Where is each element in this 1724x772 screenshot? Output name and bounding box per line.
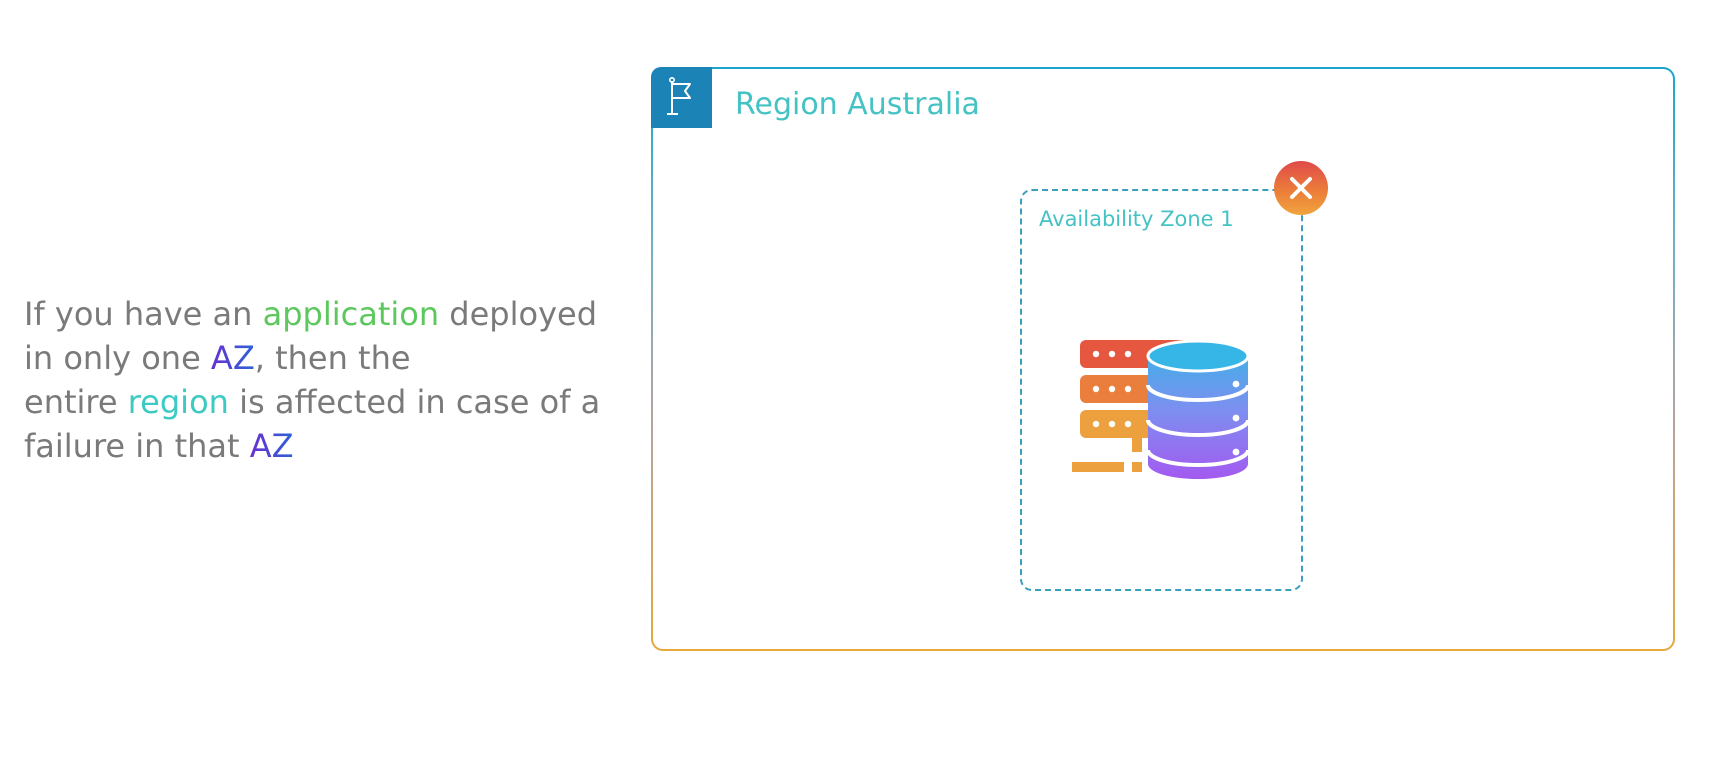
region-badge — [651, 67, 712, 128]
explanation-text-part: deployed — [439, 295, 597, 333]
highlight-application: application — [262, 295, 440, 333]
highlight-az: AZ — [210, 339, 255, 377]
explanation-text-part: failure in that — [24, 427, 250, 465]
region-title: Region Australia — [735, 87, 980, 122]
explanation-text: If you have an application deployed in o… — [24, 292, 624, 468]
explanation-text-part: entire — [24, 383, 128, 421]
highlight-az: AZ — [249, 427, 294, 465]
explanation-line-4: failure in that AZ — [24, 424, 624, 468]
explanation-text-part: in only one — [24, 339, 211, 377]
failure-badge — [1274, 161, 1328, 215]
explanation-text-part: is affected in case of a — [228, 383, 601, 421]
server-database-icon — [1072, 339, 1252, 482]
explanation-line-1: If you have an application deployed — [24, 292, 624, 336]
availability-zone-title: Availability Zone 1 — [1039, 207, 1234, 231]
explanation-text-part: If you have an — [24, 295, 263, 333]
flag-icon — [666, 76, 691, 115]
explanation-line-3: entire region is affected in case of a — [24, 380, 624, 424]
availability-zone-box: Availability Zone 1 — [1020, 189, 1303, 591]
close-icon — [1290, 177, 1312, 199]
region-container: Region Australia — [651, 67, 1675, 651]
explanation-text-part: , then the — [254, 339, 411, 377]
highlight-region: region — [127, 383, 229, 421]
explanation-line-2: in only one AZ, then the — [24, 336, 624, 380]
